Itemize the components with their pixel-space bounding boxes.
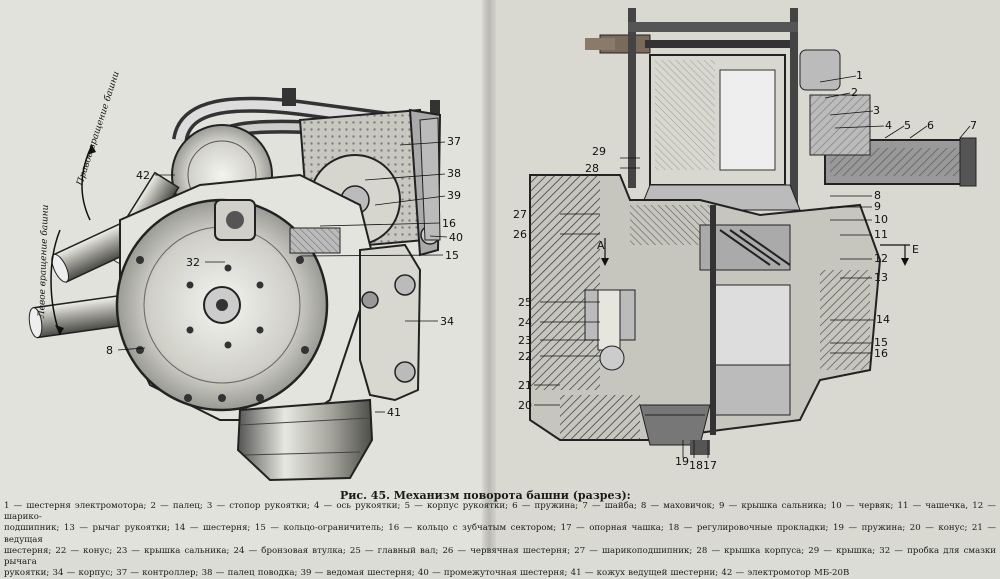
callout-41: 41 — [387, 406, 401, 419]
callout-28: 28 — [585, 162, 599, 175]
callout-15-right: 15 — [874, 336, 888, 349]
callout-labels: 37 38 39 16 40 15 34 41 32 42 8 Правое в… — [36, 69, 977, 472]
callout-23: 23 — [518, 334, 532, 347]
callout-14: 14 — [876, 313, 890, 326]
legend-line-4: рукоятки; 34 — корпус; 37 — контроллер; … — [4, 568, 850, 579]
main-housing-plate — [115, 173, 377, 421]
callout-6: 6 — [927, 119, 934, 132]
callout-32: 32 — [186, 256, 200, 269]
callout-1: 1 — [856, 69, 863, 82]
callout-42: 42 — [136, 169, 150, 182]
callout-37: 37 — [447, 135, 461, 148]
side-bracket — [359, 117, 441, 402]
callout-39: 39 — [447, 189, 461, 202]
callout-16: 16 — [442, 217, 456, 230]
callout-34: 34 — [440, 315, 454, 328]
callout-27: 27 — [513, 208, 527, 221]
legend-line-1: 1 — шестерня электромотора; 2 — палец; 3… — [4, 501, 996, 523]
callout-29: 29 — [592, 145, 606, 158]
callout-10: 10 — [874, 213, 888, 226]
callout-40: 40 — [449, 231, 463, 244]
arrow-e — [601, 238, 910, 266]
figure-legend: 1 — шестерня электромотора; 2 — палец; 3… — [4, 501, 996, 579]
callout-4: 4 — [885, 119, 892, 132]
callout-18: 18 — [689, 459, 703, 472]
callout-38: 38 — [447, 167, 461, 180]
callout-15: 15 — [445, 249, 459, 262]
callout-25: 25 — [518, 296, 532, 309]
motor-body-section — [639, 54, 801, 211]
legend-line-2: подшипник; 13 — рычаг рукоятки; 14 — шес… — [4, 523, 996, 545]
arrow-e-label: Е — [912, 243, 919, 256]
callout-12: 12 — [874, 252, 888, 265]
callout-20: 20 — [518, 399, 532, 412]
rotation-left-label: Левое вращение башни — [36, 204, 51, 319]
figure-left-external-view — [28, 88, 442, 482]
right-leader-lines — [534, 75, 971, 458]
callout-22: 22 — [518, 350, 532, 363]
callout-26: 26 — [513, 228, 527, 241]
callout-19: 19 — [675, 455, 689, 468]
section-a-label: А — [597, 239, 605, 252]
rotation-arrows — [50, 144, 96, 336]
callout-17: 17 — [703, 459, 717, 472]
book-gutter — [482, 0, 496, 550]
figure-right-cross-section — [529, 8, 977, 455]
left-leader-lines — [117, 141, 448, 413]
callout-8-left: 8 — [106, 344, 113, 357]
book-spread: 37 38 39 16 40 15 34 41 32 42 8 Правое в… — [4, 0, 996, 579]
callout-7: 7 — [970, 119, 977, 132]
callout-2: 2 — [851, 86, 858, 99]
callout-24: 24 — [518, 316, 532, 329]
callout-5: 5 — [904, 119, 911, 132]
callout-9: 9 — [874, 200, 881, 213]
handle-shaft-section — [809, 94, 977, 187]
callout-21: 21 — [518, 379, 532, 392]
callout-3: 3 — [873, 104, 880, 117]
figure-caption-title: Рис. 45. Механизм поворота башни (разрез… — [340, 489, 631, 502]
callout-16-right: 16 — [874, 347, 888, 360]
rotation-right-label: Правое вращение башни — [74, 70, 122, 188]
callout-13: 13 — [874, 271, 888, 284]
drive-gear-housing — [236, 398, 374, 482]
callout-11: 11 — [874, 228, 888, 241]
legend-line-3: шестерня; 22 — конус; 23 — крышка сальни… — [4, 545, 996, 568]
callout-8: 8 — [874, 189, 881, 202]
